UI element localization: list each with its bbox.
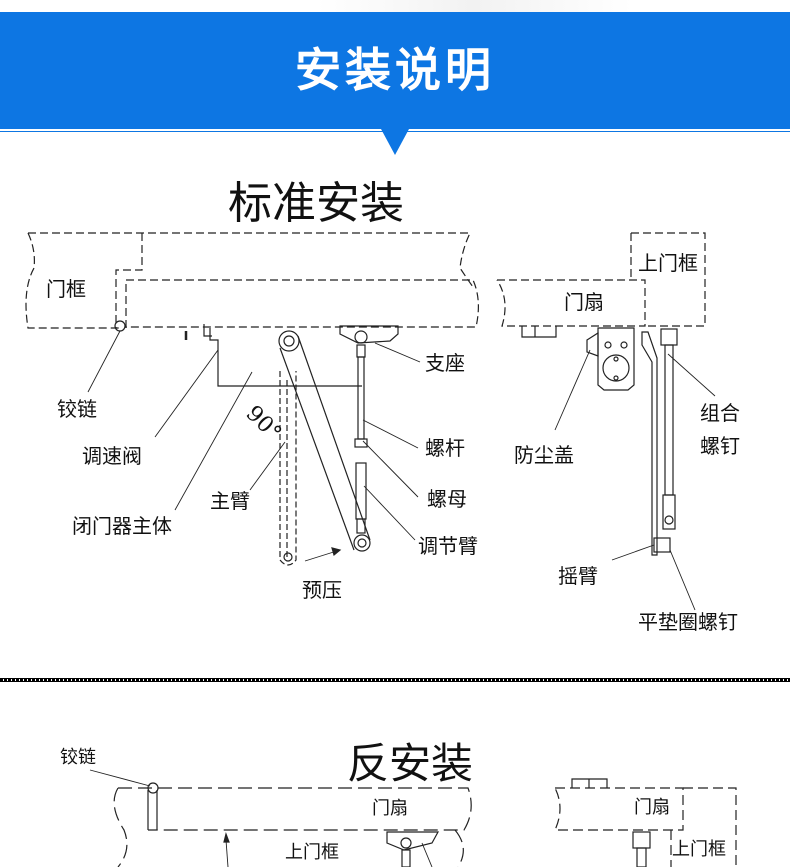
label-main-arm: 主臂: [210, 489, 250, 513]
adjust-arm: [353, 344, 371, 552]
reverse-bracket: [386, 831, 440, 851]
label-door-frame: 门框: [46, 277, 86, 301]
closer-side-body: [586, 327, 635, 391]
standard-install-title: 标准安装: [228, 178, 404, 229]
header-title: 安装说明: [295, 43, 495, 97]
main-arm: [278, 330, 371, 551]
label-nut: 螺母: [427, 487, 467, 511]
label-preload: 预压: [302, 578, 342, 602]
label-reverse-door-leaf: 门扇: [372, 798, 408, 819]
label-dust-cover: 防尘盖: [514, 443, 574, 467]
door-frame-outline: [25, 232, 479, 329]
section-divider: [0, 678, 790, 682]
label-screw-rod: 螺杆: [425, 436, 465, 460]
label-reverse-hinge: 铰链: [60, 747, 96, 768]
label-angle: 90°: [241, 401, 286, 446]
label-reverse-top-frame: 上门框: [285, 842, 339, 863]
label-speed-valve: 调速阀: [82, 444, 142, 468]
side-leader-lines: [554, 349, 716, 611]
side-adjust-rod: [660, 328, 678, 530]
label-closer-body: 闭门器主体: [72, 514, 172, 538]
header-banner: 安装说明: [0, 12, 790, 131]
label-reverse-side-door-leaf: 门扇: [634, 797, 670, 818]
leader-lines: [87, 330, 421, 562]
label-rocker-arm: 摇臂: [558, 564, 598, 588]
label-side-top-frame: 上门框: [638, 251, 698, 275]
reverse-frame-outline: [113, 787, 472, 867]
side-frame-outline: [496, 232, 706, 327]
banner-top-fade: [0, 0, 790, 12]
reverse-side-frame-outline: [554, 787, 737, 867]
reverse-install-title: 反安装: [347, 739, 473, 788]
label-washer-screw: 平垫圈螺钉: [638, 610, 738, 634]
reverse-side-screw: [632, 831, 651, 849]
label-adjust-arm: 调节臂: [418, 534, 478, 558]
main-arm-preload-position: [279, 371, 297, 566]
label-hinge: 铰链: [57, 397, 97, 421]
label-combo-screw-2: 螺钉: [700, 434, 740, 458]
label-side-door-leaf: 门扇: [564, 290, 604, 314]
label-reverse-side-top-frame: 上门框: [672, 839, 726, 860]
bracket: [339, 325, 399, 344]
reverse-hinge-pin: [147, 790, 158, 830]
label-bracket: 支座: [425, 351, 465, 375]
hinge-pin: [114, 320, 126, 332]
header-notch: [381, 129, 409, 155]
label-combo-screw-1: 组合: [700, 401, 740, 425]
